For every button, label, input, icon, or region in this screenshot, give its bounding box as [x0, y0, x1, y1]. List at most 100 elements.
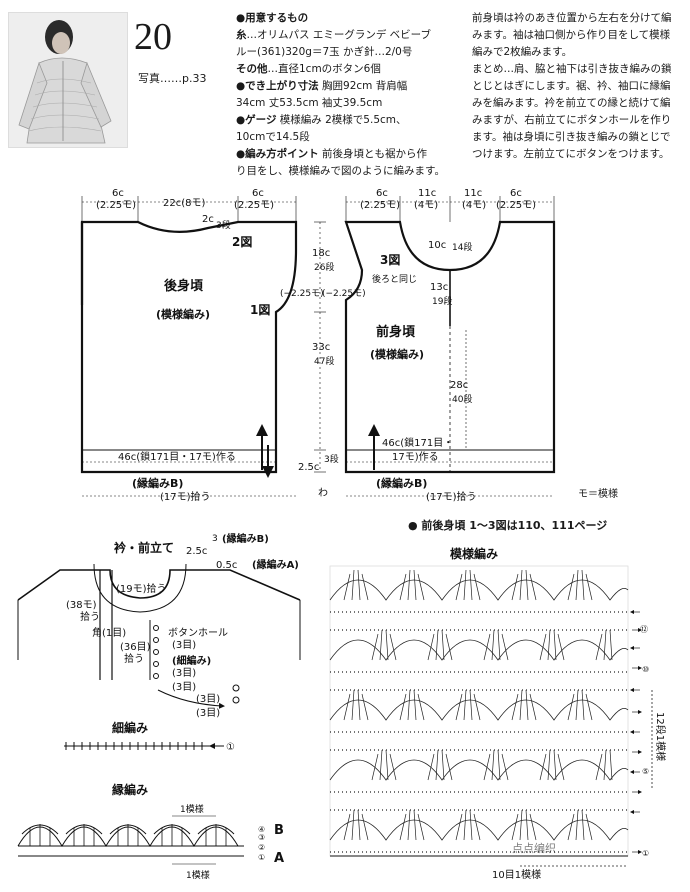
saihami-title: 細編み	[112, 720, 148, 735]
back-top-right-cm: 6c	[252, 188, 264, 199]
front-top-left-mo: (2.25モ)	[360, 200, 400, 211]
back-body-title: 後身頃	[164, 278, 204, 294]
mouyou-row-5: ⑤	[642, 767, 649, 776]
instructions-section: 前身頃は衿のあき位置から左右を分けて編 みます。袖は袖口側から作り目をして模様 …	[472, 10, 682, 163]
front-top-mid-right: 11c	[464, 188, 482, 199]
front-pickup-label: (17モ)拾う	[426, 490, 477, 503]
collar-edge-b: (縁編みB)	[222, 532, 269, 545]
garment-photo	[8, 12, 128, 148]
center-wa: わ	[318, 487, 328, 499]
center-body-cm: 33c	[312, 342, 330, 353]
front-fig3-label: 3図	[380, 253, 400, 267]
fuchiami-label-b: B	[274, 823, 284, 838]
back-fig1-label: 1図	[250, 303, 270, 317]
fuchiami-repeat-bottom: 1模様	[186, 869, 210, 881]
watermark: 点点编织	[512, 841, 556, 855]
front-neck-depth-dan: 14段	[452, 241, 472, 253]
materials-line: 糸…オリムパス エミーグランデ ベビーブ	[236, 29, 432, 41]
mouyou-row-10: ⑩	[642, 665, 649, 674]
mouyou-repeat-side: 12段1模様	[654, 712, 667, 761]
back-body-subtitle: (模様編み)	[156, 307, 210, 321]
center-armhole-cm: 18c	[312, 248, 330, 259]
collar-fine-knit: (細編み)	[172, 654, 211, 667]
instruction-line: ます。袖は身頃に引き抜き編みの鎖とじで	[472, 131, 671, 143]
front-lower-dan: 40段	[452, 393, 472, 405]
collar-pickup-38-2: 拾う	[80, 610, 100, 623]
collar-edge-a-cm: 0.5c	[216, 560, 237, 571]
front-edge-label: (縁編みB)	[376, 476, 427, 490]
front-body-subtitle: (模様編み)	[370, 347, 424, 361]
front-body-diagram	[344, 196, 556, 497]
collar-bh-3-1: (3目)	[172, 640, 196, 651]
materials-line: ルー(361)320g＝7玉 かぎ針…2/0号	[236, 46, 413, 58]
instruction-line: まとめ…肩、脇と袖下は引き抜き編みの鎖	[472, 63, 672, 75]
instruction-line: とじとはぎにします。裾、衿、袖口に縁編	[472, 80, 671, 92]
collar-title: 衿・前立て	[114, 540, 174, 555]
materials-line: ●ゲージ 模様編み 2模様で5.5cm、	[236, 114, 407, 126]
fuchiami-repeat-top: 1模様	[180, 803, 204, 815]
fuchiami-chart	[17, 815, 244, 865]
front-top-mid-left: 11c	[418, 188, 436, 199]
materials-line: その他…直径1cmのボタン6個	[236, 63, 381, 75]
mouyou-title: 模様編み	[450, 546, 498, 561]
saihami-chart	[64, 742, 224, 750]
collar-edge-b-cm: 2.5c	[186, 546, 207, 557]
collar-pickup-36-2: 拾う	[124, 652, 144, 665]
materials-section: ●用意するもの 糸…オリムパス エミーグランデ ベビーブ ルー(361)320g…	[236, 10, 460, 180]
collar-pickup-36: (36目)	[120, 642, 151, 653]
center-hem-dan: 3段	[324, 453, 339, 465]
front-top-mid-left-mo: (4モ)	[414, 200, 438, 211]
back-neck-cm: 2c	[202, 214, 214, 225]
instruction-line: みます。袖は袖口側から作り目をして模様	[472, 29, 671, 41]
saihami-row-1: ①	[226, 742, 235, 753]
collar-bh-3-4: (3目)	[196, 694, 220, 705]
mouyou-chart	[329, 565, 653, 867]
front-lower-cm: 28c	[450, 380, 468, 391]
fuchiami-label-a: A	[274, 851, 284, 866]
collar-placket-diagram	[17, 563, 301, 709]
mouyou-repeat-bottom: 10目1模様	[492, 868, 541, 881]
stitch-key: モ＝模様	[578, 489, 618, 500]
fuchiami-row-1: ①	[258, 853, 265, 862]
collar-pickup-38: (38モ)	[66, 600, 97, 611]
back-neck-dan: 3段	[216, 219, 231, 231]
front-same-as-back: 後ろと同じ	[372, 273, 417, 285]
mouyou-row-12: ⑫	[640, 625, 648, 634]
back-pickup-label: (17モ)拾う	[160, 490, 211, 503]
page-reference-note: ● 前後身頃 1～3図は110、111ページ	[408, 519, 608, 532]
collar-bh-3-3: (3目)	[172, 682, 196, 693]
collar-pickup-19: (19モ)拾う	[116, 582, 167, 595]
materials-line: り目をし、模様編みで図のように編みます。	[236, 165, 445, 177]
materials-line: 10cmで14.5段	[236, 131, 310, 143]
front-top-right-mo: (2.25モ)	[496, 200, 536, 211]
front-armhole-label: (−2.25モ)	[322, 289, 366, 299]
back-body-diagram	[80, 196, 298, 497]
fuchiami-row-3: ③	[258, 833, 265, 842]
front-body-title: 前身頃	[376, 324, 416, 340]
fuchiami-row-2: ②	[258, 843, 265, 852]
collar-bh-3-2: (3目)	[172, 668, 196, 679]
front-top-right-cm: 6c	[510, 188, 522, 199]
front-upper-dan: 19段	[432, 295, 452, 307]
instruction-line: 編みで2枚編みます。	[472, 46, 573, 58]
pattern-number: 20	[134, 16, 172, 58]
back-top-mid: 22c(8モ)	[163, 198, 205, 209]
front-chain-label-2: 17モ)作る	[392, 451, 439, 463]
back-edge-label: (縁編みB)	[132, 476, 183, 490]
mouyou-row-1: ①	[642, 849, 649, 858]
back-top-left-mo: (2.25モ)	[96, 200, 136, 211]
back-chain-label: 46c(鎖171目・17モ)作る	[118, 450, 236, 463]
materials-line: 34cm 丈53.5cm 袖丈39.5cm	[236, 97, 383, 109]
instruction-line: みますが、右前立てにボタンホールを作り	[472, 114, 672, 126]
center-hem-cm: 2.5c	[298, 462, 319, 473]
instruction-line: つけます。左前立てにボタンをつけます。	[472, 148, 670, 160]
fuchiami-title: 縁編み	[112, 782, 148, 797]
materials-line: ●用意するもの	[236, 12, 309, 24]
fuchiami-row-4: ④	[258, 825, 265, 834]
collar-edge-b-count: 3	[212, 534, 218, 544]
back-top-left-cm: 6c	[112, 188, 124, 199]
instruction-line: 前身頃は衿のあき位置から左右を分けて編	[472, 12, 672, 24]
model-photo-illustration	[9, 13, 127, 147]
collar-corner: 角(1目)	[92, 627, 126, 639]
